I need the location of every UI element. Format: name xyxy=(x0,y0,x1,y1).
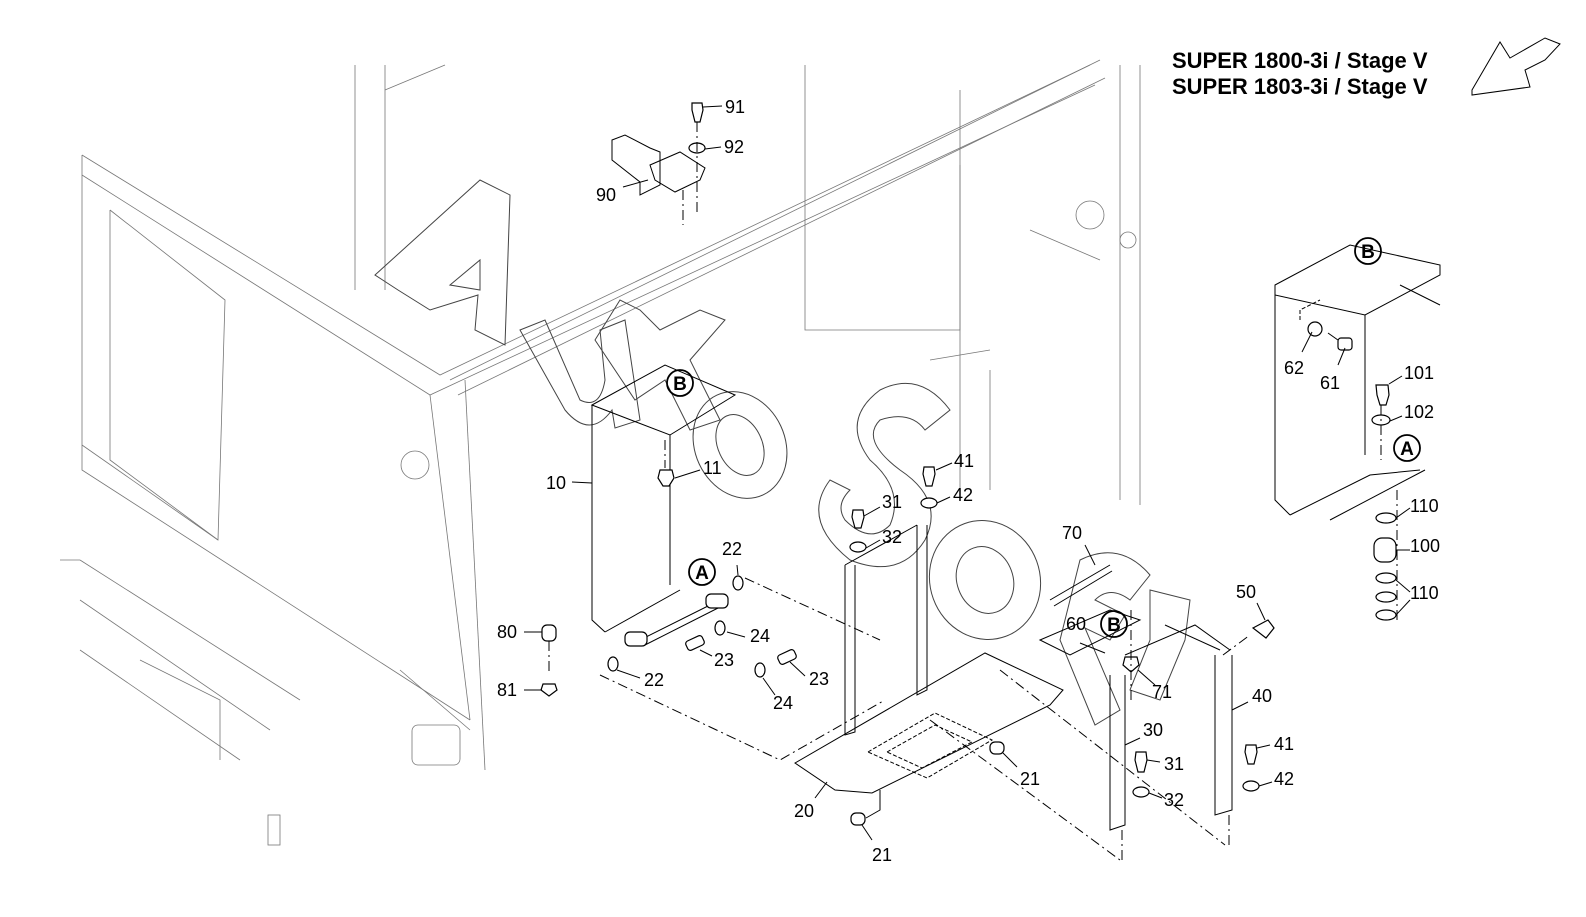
svg-text:B: B xyxy=(1107,615,1121,636)
model-title-line-2: SUPER 1803-3i / Stage V xyxy=(1172,74,1428,99)
part-label-62: 62 xyxy=(1284,358,1304,378)
battery-box-10 xyxy=(590,364,886,761)
part-label-92: 92 xyxy=(724,137,744,157)
part-label-10: 10 xyxy=(546,473,566,493)
callout-b-box-top: B xyxy=(666,369,694,397)
part-label-24-upper: 24 xyxy=(750,626,770,646)
part-label-101: 101 xyxy=(1404,363,1434,383)
part-label-30: 30 xyxy=(1143,720,1163,740)
support-frame-30-40 xyxy=(929,564,1275,861)
watermark-autosoft xyxy=(374,179,1191,726)
callout-b-bracket: B xyxy=(1100,610,1128,638)
bracket-90 xyxy=(611,102,706,225)
machine-frame-background xyxy=(60,59,1141,846)
part-label-42-lower: 42 xyxy=(1274,769,1294,789)
part-label-110-top: 110 xyxy=(1410,496,1439,516)
part-label-110-bottom: 110 xyxy=(1410,583,1439,603)
battery-tray-20 xyxy=(794,466,1064,826)
part-label-32-upper: 32 xyxy=(882,527,902,547)
part-label-24-lower: 24 xyxy=(773,693,793,713)
part-label-71: 71 xyxy=(1152,682,1172,702)
callout-a-hinge: A xyxy=(688,558,716,586)
detail-view-battery-mount xyxy=(1274,244,1441,621)
part-label-91: 91 xyxy=(725,97,745,117)
part-label-100: 100 xyxy=(1410,536,1440,556)
part-label-32-lower: 32 xyxy=(1164,790,1184,810)
part-label-22-upper: 22 xyxy=(722,539,742,559)
svg-text:B: B xyxy=(673,374,687,395)
part-label-42-upper: 42 xyxy=(953,485,973,505)
part-label-22-lower: 22 xyxy=(644,670,664,690)
part-label-31-lower: 31 xyxy=(1164,754,1184,774)
fasteners-left xyxy=(540,575,797,697)
part-label-23-right: 23 xyxy=(809,669,829,689)
part-label-21-right: 21 xyxy=(1020,769,1040,789)
part-label-40: 40 xyxy=(1252,686,1272,706)
part-label-90: 90 xyxy=(596,185,616,205)
part-label-61: 61 xyxy=(1320,373,1340,393)
leader-lines xyxy=(524,105,1411,841)
front-direction-arrow-icon xyxy=(1471,37,1561,96)
callout-markers: B B B A A xyxy=(666,237,1421,638)
part-label-102: 102 xyxy=(1404,402,1434,422)
callout-b-detail: B xyxy=(1354,237,1382,265)
callout-a-detail: A xyxy=(1393,434,1421,462)
part-number-labels: 91 92 90 62 61 101 102 110 100 110 10 11… xyxy=(497,97,1440,865)
part-label-31-upper: 31 xyxy=(882,492,902,512)
part-label-20: 20 xyxy=(794,801,814,821)
part-label-41-lower: 41 xyxy=(1274,734,1294,754)
part-label-21-bottom: 21 xyxy=(872,845,892,865)
part-label-60: 60 xyxy=(1066,614,1086,634)
part-label-23-left: 23 xyxy=(714,650,734,670)
part-label-11: 11 xyxy=(703,458,722,478)
part-label-50: 50 xyxy=(1236,582,1256,602)
part-label-80: 80 xyxy=(497,622,517,642)
svg-text:B: B xyxy=(1361,242,1375,263)
model-title-line-1: SUPER 1800-3i / Stage V xyxy=(1172,48,1428,73)
svg-text:A: A xyxy=(1400,439,1414,460)
svg-text:A: A xyxy=(695,563,709,584)
part-label-81: 81 xyxy=(497,680,517,700)
part-label-70: 70 xyxy=(1062,523,1082,543)
part-label-41-upper: 41 xyxy=(954,451,974,471)
